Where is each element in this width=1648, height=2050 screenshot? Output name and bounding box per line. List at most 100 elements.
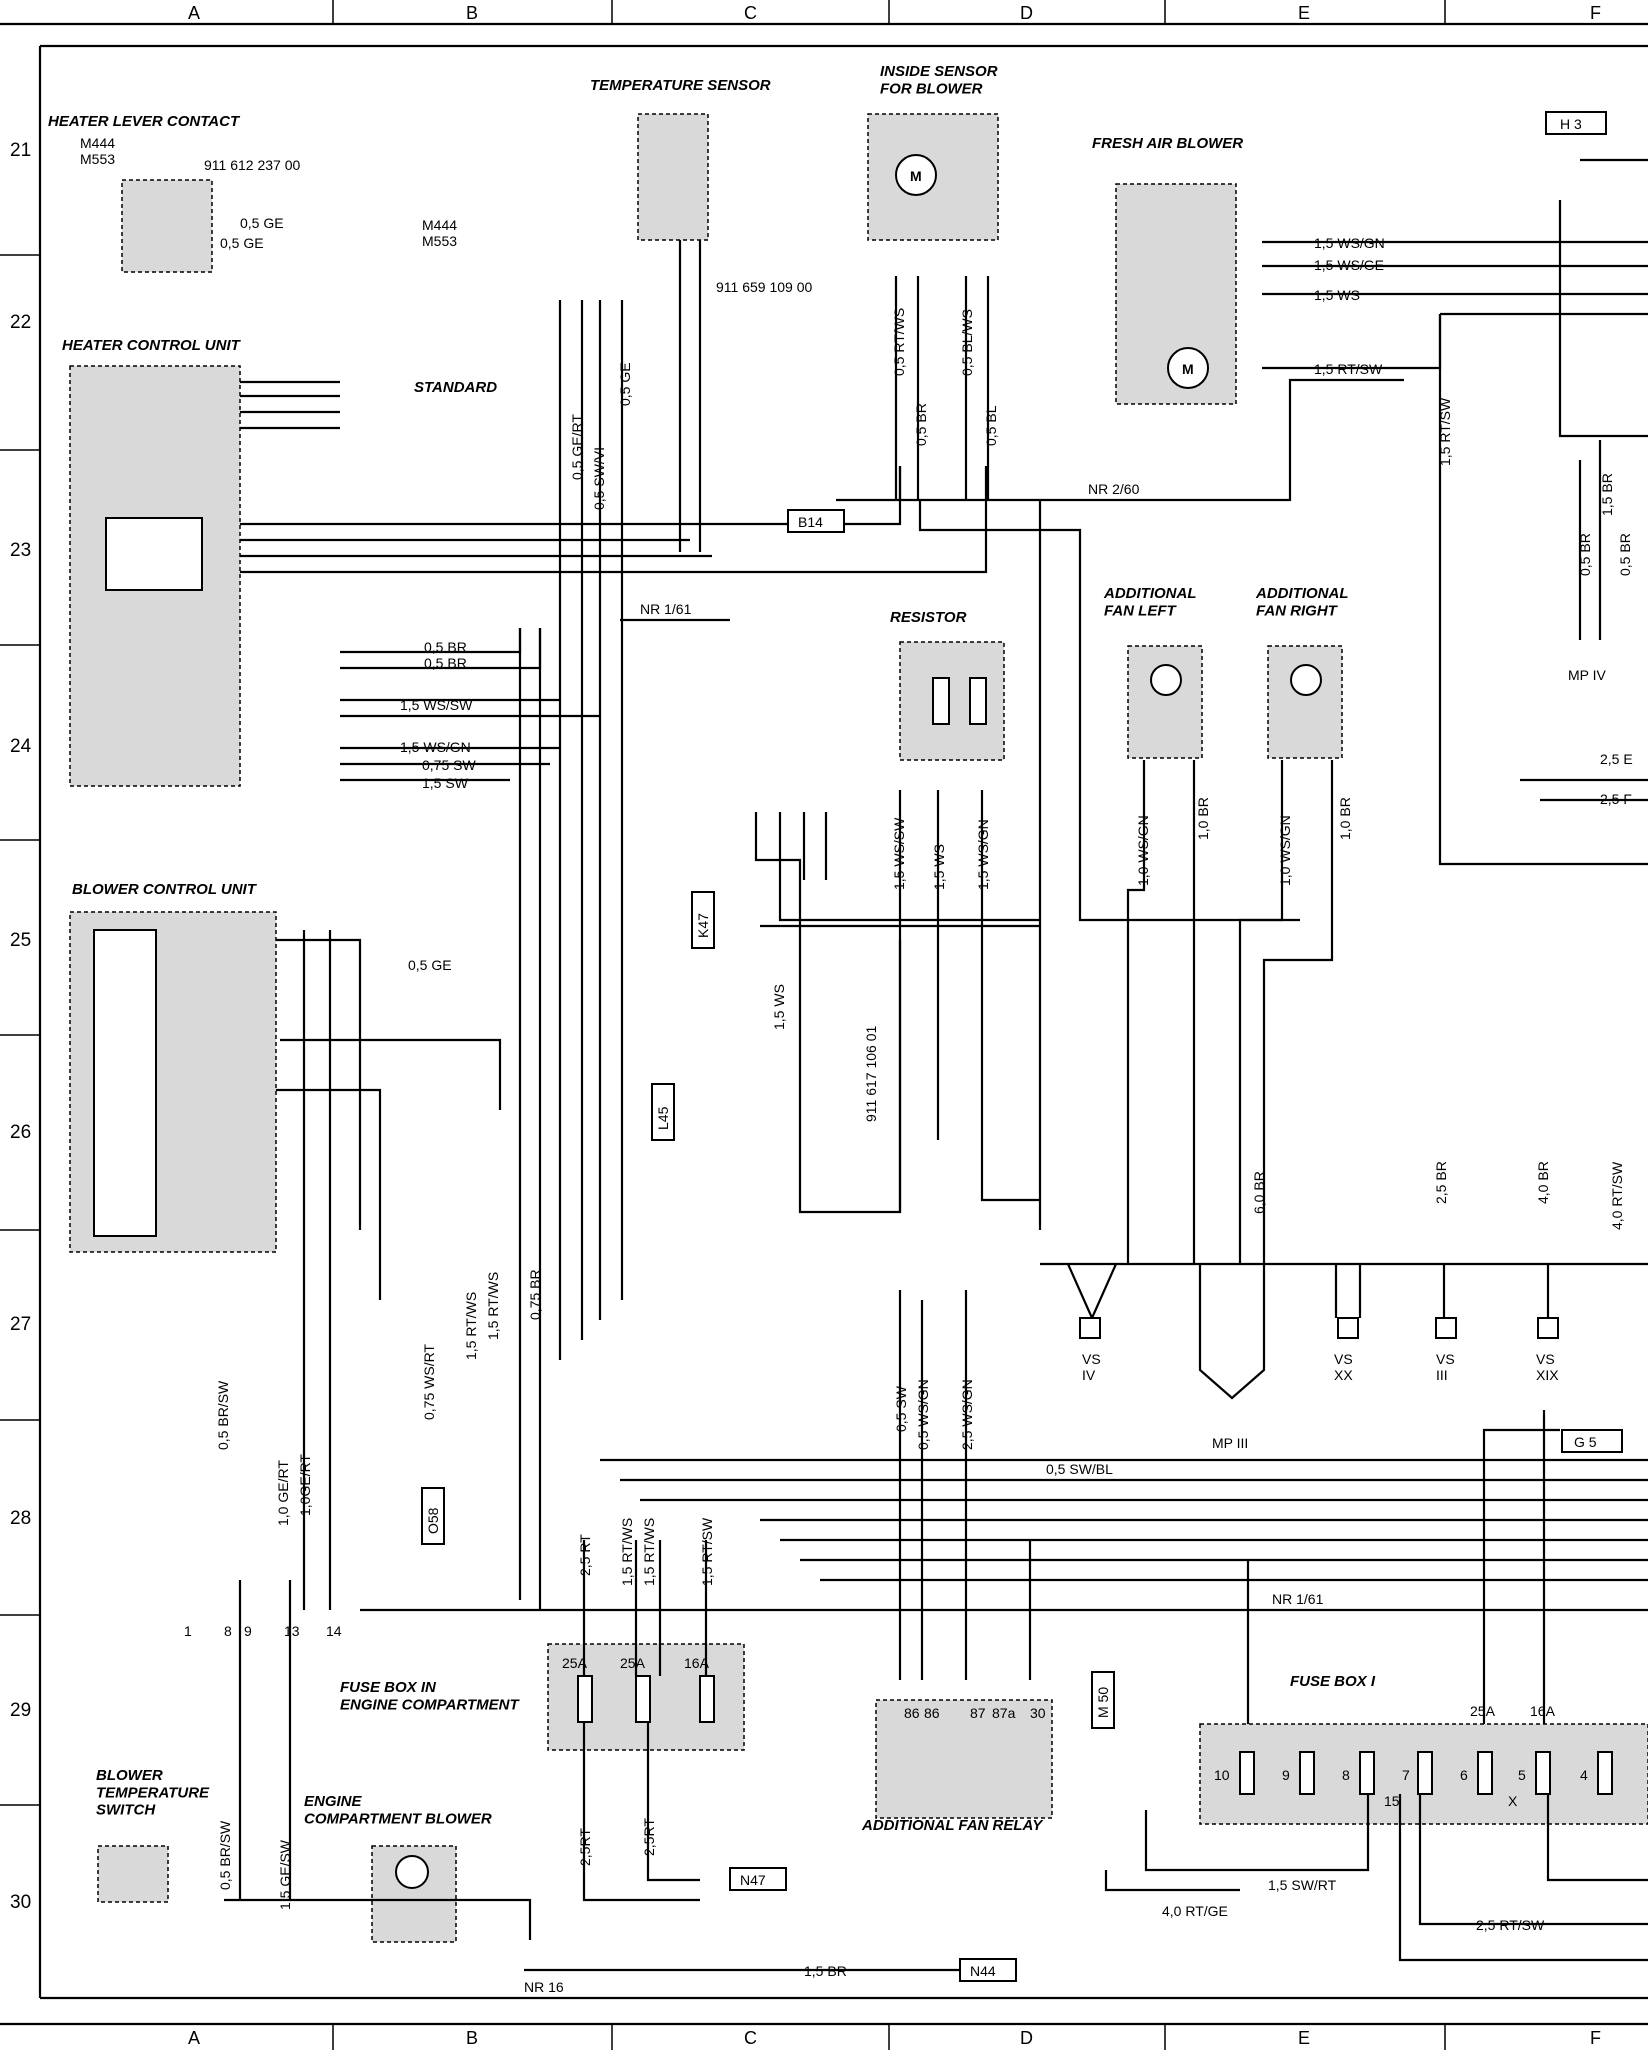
svg-text:4,0 BR: 4,0 BR xyxy=(1535,1161,1551,1204)
fuse-10-label: 10 xyxy=(1214,1767,1230,1783)
connector-box-g5-label: G 5 xyxy=(1574,1434,1597,1450)
svg-text:1,5 BR: 1,5 BR xyxy=(1599,473,1615,516)
ground-mp-iii: MP III xyxy=(1212,1435,1248,1451)
svg-text:0,75 SW: 0,75 SW xyxy=(422,757,476,773)
fuse-4-label: 4 xyxy=(1580,1767,1588,1783)
svg-text:4,0 RT/SW: 4,0 RT/SW xyxy=(1609,1161,1625,1230)
svg-text:2,5 WS/GN: 2,5 WS/GN xyxy=(959,1379,975,1450)
engine-fuse-2-label: 25A xyxy=(620,1655,646,1671)
svg-text:0,5 BR/SW: 0,5 BR/SW xyxy=(215,1380,231,1450)
heater-lever-contact-part: 911 612 237 00 xyxy=(204,157,300,173)
nr-1-61-top: NR 1/61 xyxy=(640,601,692,617)
svg-text:2,5RT: 2,5RT xyxy=(577,1828,593,1866)
row-28: 28 xyxy=(10,1508,31,1529)
column-f-top: F xyxy=(1590,3,1601,23)
svg-text:1,0 BR: 1,0 BR xyxy=(1195,797,1211,840)
nr-1-61-bottom: NR 1/61 xyxy=(1272,1591,1324,1607)
svg-text:M: M xyxy=(1182,361,1194,377)
fresh-air-blower-title: FRESH AIR BLOWER xyxy=(1092,135,1243,152)
connector-box-h3 xyxy=(1545,111,1607,135)
svg-text:0,5 SW/BL: 0,5 SW/BL xyxy=(1046,1461,1113,1477)
row-29: 29 xyxy=(10,1700,31,1721)
fan-left-motor-icon xyxy=(1150,664,1182,696)
svg-text:M: M xyxy=(910,168,922,184)
svg-text:1,0GE/RT: 1,0GE/RT xyxy=(297,1454,313,1516)
column-a-top: A xyxy=(188,3,200,23)
svg-text:1,5 WS/GN: 1,5 WS/GN xyxy=(400,739,471,755)
temperature-sensor-part: 911 659 109 00 xyxy=(716,279,812,295)
relay-pin-86a: 86 xyxy=(904,1705,920,1721)
svg-text:1,5 BR: 1,5 BR xyxy=(804,1963,847,1979)
fuse-box-1-amp-16a: 16A xyxy=(1530,1703,1556,1719)
pin-13: 13 xyxy=(284,1623,300,1639)
svg-text:0,5 BR: 0,5 BR xyxy=(1577,533,1593,576)
fuse-9-label: 9 xyxy=(1282,1767,1290,1783)
fresh-air-blower-motor-icon xyxy=(1167,347,1209,389)
connector-box-b14-label: B14 xyxy=(798,514,823,530)
engine-fuse-1-label: 25A xyxy=(562,1655,588,1671)
blower-temp-switch xyxy=(97,1845,169,1903)
svg-text:1,0 WS/GN: 1,0 WS/GN xyxy=(1277,815,1293,886)
engine-blower-motor-icon xyxy=(395,1855,429,1889)
svg-text:0,5 BR: 0,5 BR xyxy=(424,655,467,671)
resistor-title: RESISTOR xyxy=(890,609,967,626)
fuse-box-1-15: 15 xyxy=(1384,1793,1400,1809)
svg-text:0,5 GE: 0,5 GE xyxy=(240,215,284,231)
relay-pin-87: 87 xyxy=(970,1705,986,1721)
column-b-bottom: B xyxy=(466,2028,478,2048)
svg-text:2,5 E: 2,5 E xyxy=(1600,751,1633,767)
row-22: 22 xyxy=(10,312,31,333)
svg-text:2,5 RT/SW: 2,5 RT/SW xyxy=(1476,1917,1545,1933)
svg-text:2,5 BR: 2,5 BR xyxy=(1433,1161,1449,1204)
nr-2-60: NR 2/60 xyxy=(1088,481,1140,497)
column-b-top: B xyxy=(466,3,478,23)
heater-lever-contact xyxy=(121,179,213,273)
connector-box-k47-label: K47 xyxy=(695,913,711,938)
svg-text:1,5 RT/WS: 1,5 RT/WS xyxy=(641,1518,657,1586)
fuse-8-label: 8 xyxy=(1342,1767,1350,1783)
connector-box-o58 xyxy=(421,1487,445,1545)
connector-box-m50-label: M 50 xyxy=(1095,1687,1111,1718)
svg-text:1,5 WS/GN: 1,5 WS/GN xyxy=(1314,235,1385,251)
connector-box-n47-label: N47 xyxy=(740,1872,766,1888)
svg-text:0,5 BL: 0,5 BL xyxy=(983,405,999,446)
heater-lever-contact-title: HEATER LEVER CONTACT xyxy=(48,113,241,130)
fuse-box-1-amp-25a: 25A xyxy=(1470,1703,1496,1719)
connector-box-m50 xyxy=(1091,1671,1115,1729)
svg-text:0,5 WS/GN: 0,5 WS/GN xyxy=(915,1379,931,1450)
svg-text:0,5 BR: 0,5 BR xyxy=(913,403,929,446)
svg-text:1,5 RT/WS: 1,5 RT/WS xyxy=(463,1292,479,1360)
relay-pin-86b: 86 xyxy=(924,1705,940,1721)
row-27: 27 xyxy=(10,1314,31,1335)
svg-text:1,5 SW/RT: 1,5 SW/RT xyxy=(1268,1877,1337,1893)
additional-fan-left xyxy=(1127,645,1203,759)
svg-text:1,5 WS/SW: 1,5 WS/SW xyxy=(891,817,907,890)
svg-text:1,5 WS: 1,5 WS xyxy=(931,844,947,890)
fuse-box-1-x: X xyxy=(1508,1793,1518,1809)
connector-box-l45-label: L45 xyxy=(655,1106,671,1130)
pin-8: 8 xyxy=(224,1623,232,1639)
svg-text:6,0 BR: 6,0 BR xyxy=(1251,1171,1267,1214)
svg-text:0,5 BR: 0,5 BR xyxy=(424,639,467,655)
column-c-top: C xyxy=(744,3,757,23)
relay-pin-87a: 87a xyxy=(992,1705,1016,1721)
svg-text:2,5RT: 2,5RT xyxy=(641,1818,657,1856)
row-24: 24 xyxy=(10,736,32,757)
pin-1: 1 xyxy=(184,1623,192,1639)
column-f-bottom: F xyxy=(1590,2028,1601,2048)
row-30: 30 xyxy=(10,1892,31,1913)
column-d-top: D xyxy=(1020,3,1033,23)
heater-control-module xyxy=(105,517,203,591)
fuse-7-label: 7 xyxy=(1402,1767,1410,1783)
inside-sensor-motor-icon xyxy=(895,154,937,196)
blower-control-module xyxy=(93,929,157,1237)
pin-9: 9 xyxy=(244,1623,252,1639)
